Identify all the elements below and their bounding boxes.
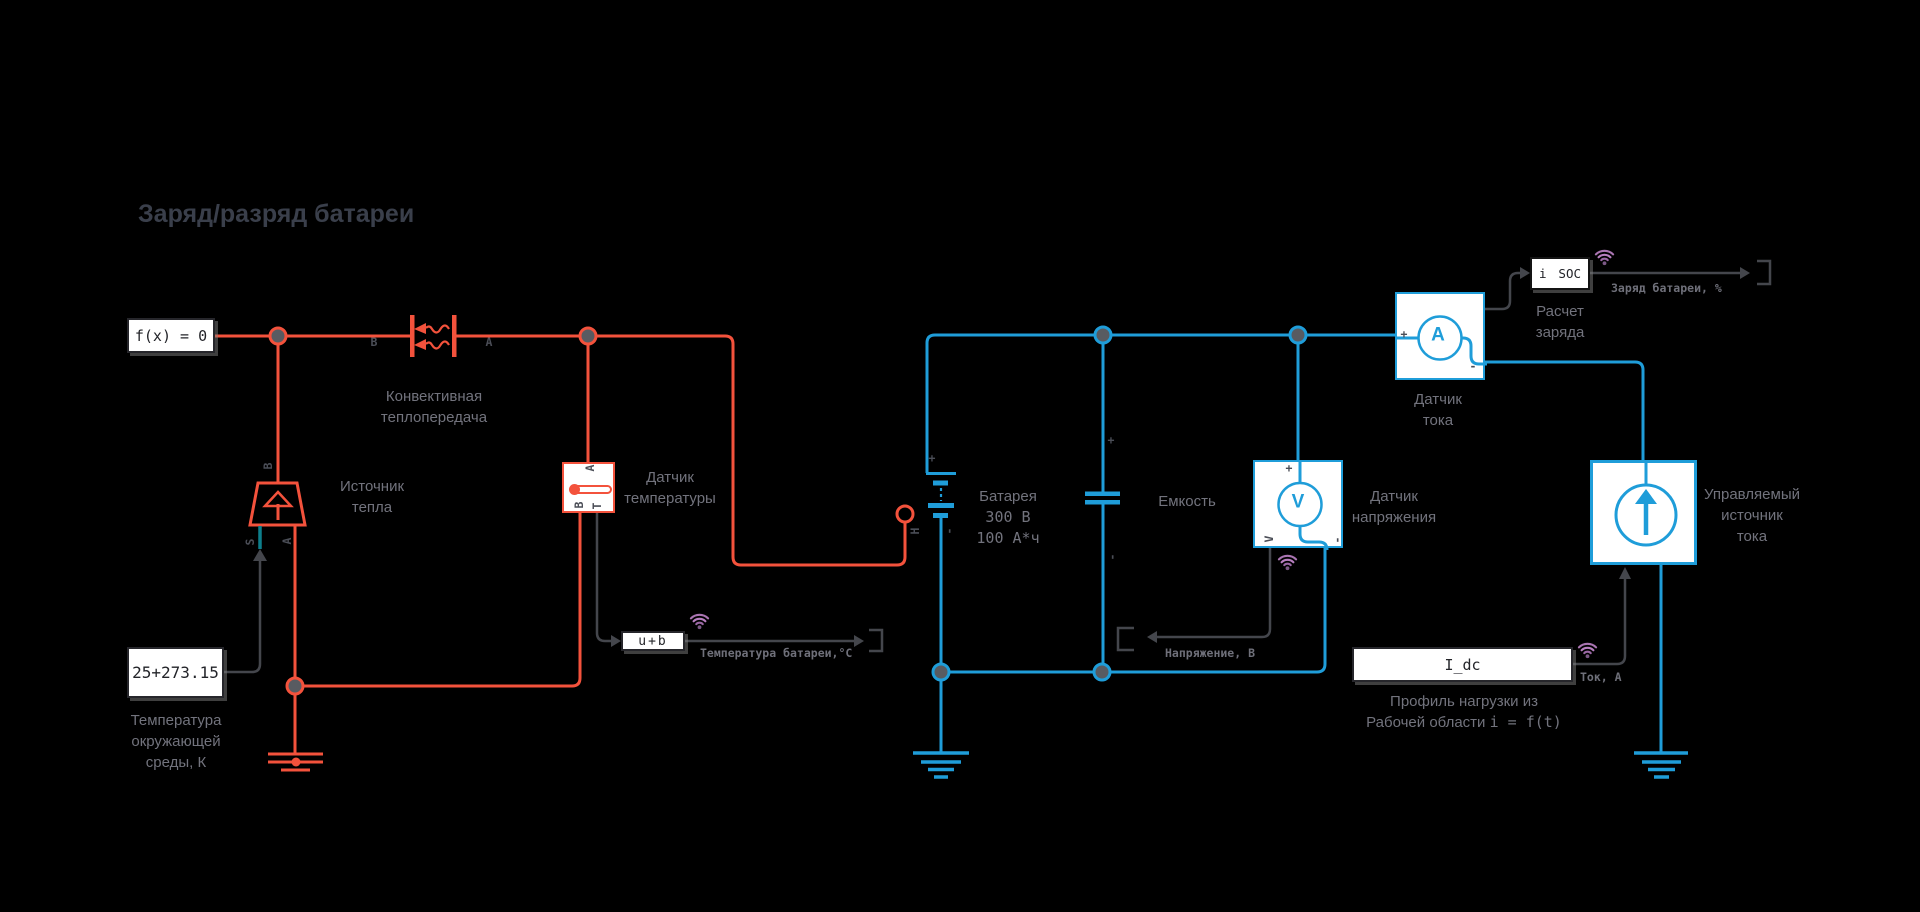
thermal-port-connector[interactable] (895, 504, 915, 524)
port-heat-source-s: S (243, 538, 257, 546)
fx-solver-block[interactable]: f(x) = 0 (127, 318, 215, 353)
thermal-wires[interactable] (215, 334, 915, 753)
voltage-sensor-block[interactable] (1253, 460, 1343, 550)
temp-signal-label: Температура батареи,°C (700, 646, 853, 660)
temperature-sensor-block[interactable] (562, 462, 615, 513)
terminator-soc[interactable] (1757, 259, 1772, 286)
wifi-icon-current-signal[interactable] (1577, 641, 1598, 660)
heat-source-icon[interactable] (248, 481, 307, 527)
port-heat-source-a: A (280, 537, 294, 545)
capacitor-label: Емкость (1158, 493, 1216, 510)
ammeter-icon (1397, 315, 1487, 366)
wire-current-sensor-to-source[interactable] (1485, 360, 1645, 460)
signal-arrowheads (253, 267, 1750, 647)
junction-dots (268, 325, 1308, 696)
wire-bottom-rail[interactable] (941, 548, 1327, 674)
battery-label: Батарея 300 В 100 А*ч (976, 488, 1040, 547)
port-temp-sensor-t: T (590, 502, 604, 510)
port-battery-plus: + (928, 451, 936, 465)
port-voltage-sensor-minus: - (1330, 536, 1344, 544)
thermal-ground-icon[interactable] (268, 752, 323, 772)
port-battery-minus: - (942, 527, 956, 535)
wifi-icon-soc-signal[interactable] (1594, 248, 1615, 267)
port-capacitor-plus: + (1107, 433, 1115, 447)
voltmeter-icon (1277, 462, 1329, 550)
controlled-current-source-block[interactable] (1590, 460, 1697, 565)
ground-left-icon[interactable] (913, 751, 969, 779)
wifi-icon-temp-signal[interactable] (689, 612, 710, 631)
port-current-sensor-minus: - (1469, 359, 1477, 373)
convection-icon[interactable] (410, 315, 457, 357)
port-heat-source-b: B (261, 462, 275, 470)
load-profile-label: Профиль нагрузки из Рабочей области i = … (1366, 693, 1562, 731)
wire-top-rail[interactable] (925, 333, 1395, 473)
port-current-sensor-plus: + (1400, 327, 1408, 341)
soc-output-label: SOC (1558, 266, 1581, 281)
wifi-icon-voltage-signal[interactable] (1277, 553, 1298, 572)
soc-input-label: i (1539, 266, 1547, 281)
ammeter-letter: A (1431, 324, 1445, 346)
port-battery-h: H (908, 527, 922, 535)
voltage-signal-label: Напряжение, В (1165, 646, 1256, 660)
wire-convection-to-battery-thermal[interactable] (456, 334, 907, 567)
voltage-sensor-label: Датчик напряжения (1351, 488, 1437, 526)
soc-label: Расчет заряда (1535, 303, 1585, 341)
current-source-icon (1614, 463, 1678, 547)
temp-sensor-label: Датчик температуры (624, 469, 716, 507)
load-profile-block[interactable]: I_dc (1352, 647, 1573, 682)
port-temp-sensor-a: A (583, 464, 597, 472)
signal-current-to-soc[interactable] (1485, 271, 1520, 311)
electrical-wires[interactable] (925, 333, 1663, 752)
current-sensor-block[interactable] (1395, 292, 1487, 380)
signal-ambient-to-source[interactable] (223, 559, 262, 674)
bias-block[interactable]: u+b (621, 631, 685, 651)
current-signal-label: Ток, А (1580, 670, 1622, 684)
heat-source-label: Источник тепла (339, 478, 405, 516)
port-convection-b: B (370, 335, 378, 349)
voltmeter-letter: V (1291, 491, 1305, 513)
port-temp-sensor-b: B (572, 501, 586, 509)
ground-right-icon[interactable] (1634, 751, 1688, 779)
port-voltage-sensor-plus: + (1285, 461, 1293, 475)
ambient-label: Температура окружающей среды, К (130, 712, 222, 771)
ambient-temperature-constant-block[interactable]: 25+273.15 (127, 647, 224, 698)
convection-label: Конвективная теплопередача (380, 388, 488, 426)
port-convection-a: A (485, 335, 493, 349)
thermometer-icon (569, 484, 612, 495)
connector-voltage[interactable] (1116, 626, 1134, 652)
terminator-temp[interactable] (869, 628, 884, 653)
signal-wires[interactable] (223, 259, 1772, 674)
signal-idc-to-source[interactable] (1573, 579, 1627, 666)
diagram-title: Заряд/разряд батареи (138, 200, 415, 228)
capacitor-icon[interactable] (1085, 491, 1120, 505)
battery-icon[interactable] (926, 472, 956, 519)
signal-voltage[interactable] (1157, 548, 1272, 639)
current-sensor-label: Датчик тока (1414, 391, 1462, 429)
signal-temp-to-bias[interactable] (595, 513, 611, 643)
source-label: Управляемый источник тока (1704, 486, 1800, 545)
soc-calculation-block[interactable]: i SOC (1530, 257, 1590, 290)
port-capacitor-minus: - (1105, 553, 1119, 561)
port-voltage-sensor-v: V (1262, 535, 1276, 543)
soc-signal-label: Заряд батареи, % (1611, 281, 1722, 295)
wire-temp-sensor-b[interactable] (295, 513, 582, 688)
